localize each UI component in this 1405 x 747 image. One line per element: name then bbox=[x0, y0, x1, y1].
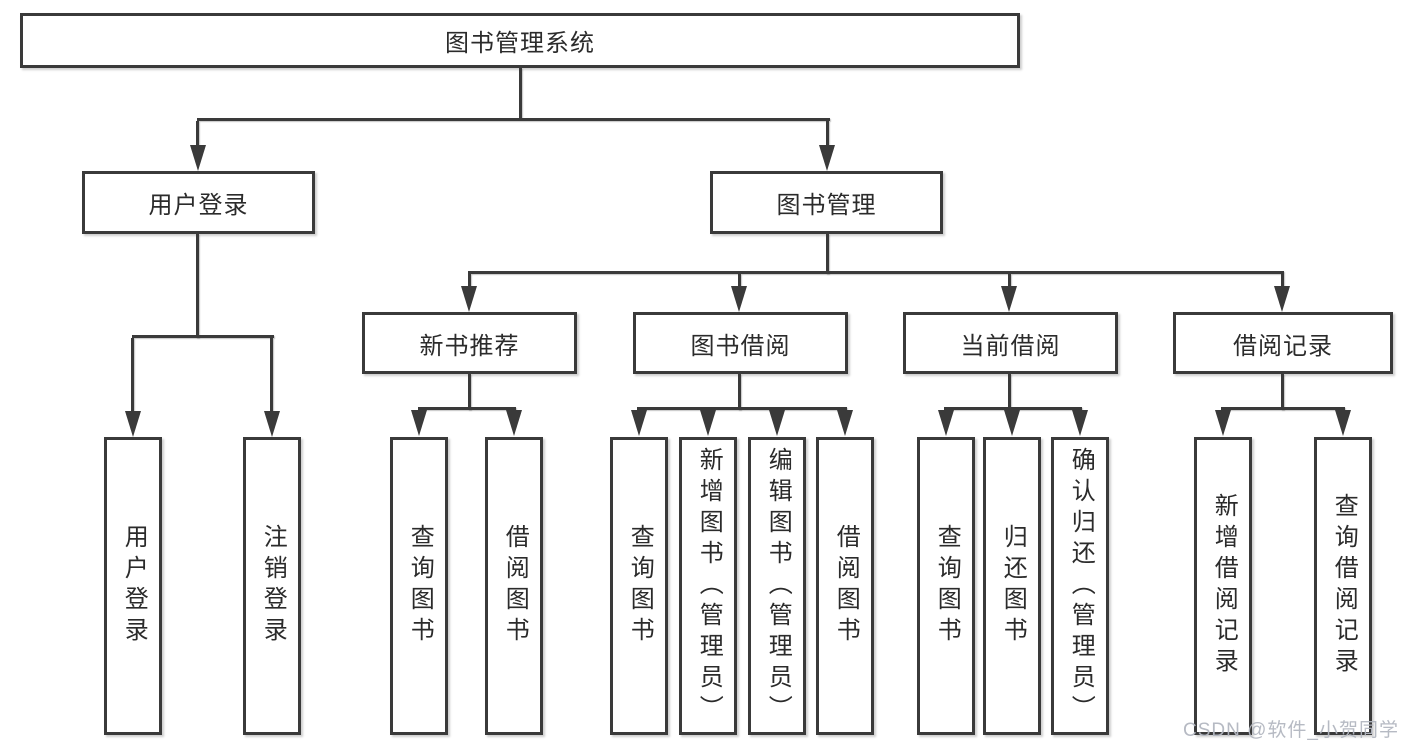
node-label: 新书推荐 bbox=[419, 332, 520, 360]
leaf-label: 查询图书 bbox=[626, 524, 654, 648]
arrowhead-records bbox=[1274, 286, 1290, 312]
connector-recommend-drop bbox=[468, 274, 471, 288]
connector-leaf-logout-drop bbox=[270, 338, 273, 412]
leaf-label: 新增借阅记录 bbox=[1210, 493, 1238, 679]
arrowhead-borrow-edit bbox=[769, 410, 785, 436]
arrowhead-current-query bbox=[938, 410, 954, 436]
leaf-records-add-record: 新增借阅记录 bbox=[1194, 437, 1252, 735]
leaf-current-confirm-return-admin: 确认归还（管理员） bbox=[1051, 437, 1109, 735]
connector-recommend-rail bbox=[418, 407, 516, 410]
node-book-management-branch: 图书管理 bbox=[710, 171, 943, 234]
leaf-borrow-borrow-books: 借阅图书 bbox=[816, 437, 874, 735]
leaf-current-query-books: 查询图书 bbox=[917, 437, 975, 735]
connector-user-login-stem bbox=[196, 234, 199, 338]
connector-records-rail bbox=[1221, 407, 1345, 410]
connector-user-login-drop bbox=[196, 121, 199, 147]
connector-records-stem bbox=[1281, 374, 1284, 410]
arrowhead-records-add bbox=[1215, 410, 1231, 436]
connector-user-login-rail bbox=[132, 335, 274, 338]
connector-current-drop bbox=[1008, 274, 1011, 288]
leaf-label: 借阅图书 bbox=[832, 524, 860, 648]
node-root-library-management-system: 图书管理系统 bbox=[20, 13, 1020, 68]
arrowhead-recommend-query bbox=[411, 410, 427, 436]
connector-borrow-stem bbox=[738, 374, 741, 410]
leaf-label: 新增图书（管理员） bbox=[695, 446, 723, 726]
leaf-logout: 注销登录 bbox=[243, 437, 301, 735]
leaf-recommend-borrow-books: 借阅图书 bbox=[485, 437, 543, 735]
arrowhead-book-management bbox=[819, 145, 835, 171]
arrowhead-recommend bbox=[461, 286, 477, 312]
node-label: 借阅记录 bbox=[1233, 332, 1333, 360]
leaf-borrow-edit-books-admin: 编辑图书（管理员） bbox=[748, 437, 806, 735]
arrowhead-borrow-borrow bbox=[837, 410, 853, 436]
node-label: 用户登录 bbox=[148, 192, 249, 219]
connector-book-management-stem bbox=[826, 234, 829, 274]
arrowhead-current-confirm bbox=[1072, 410, 1088, 436]
node-label: 图书管理 bbox=[776, 192, 877, 219]
leaf-borrow-add-books-admin: 新增图书（管理员） bbox=[679, 437, 737, 735]
leaf-records-query-record: 查询借阅记录 bbox=[1314, 437, 1372, 735]
arrowhead-records-query bbox=[1335, 410, 1351, 436]
leaf-current-return-books: 归还图书 bbox=[983, 437, 1041, 735]
arrowhead-borrow-add bbox=[700, 410, 716, 436]
arrowhead-borrow-query bbox=[631, 410, 647, 436]
node-label: 图书借阅 bbox=[690, 332, 791, 360]
connector-records-drop bbox=[1281, 274, 1284, 288]
connector-root-stem bbox=[519, 68, 522, 118]
connector-borrow-drop bbox=[738, 274, 741, 288]
leaf-label: 注销登录 bbox=[259, 524, 287, 648]
csdn-watermark: CSDN @软件_小贺同学 bbox=[1183, 720, 1399, 741]
connector-current-rail bbox=[944, 407, 1082, 410]
connector-leaf-login-drop bbox=[131, 338, 134, 412]
leaf-label: 归还图书 bbox=[999, 524, 1027, 648]
connector-book-management-drop bbox=[826, 121, 829, 147]
node-current-borrow: 当前借阅 bbox=[903, 312, 1118, 374]
node-book-borrow: 图书借阅 bbox=[633, 312, 848, 374]
connector-current-stem bbox=[1008, 374, 1011, 410]
leaf-label: 编辑图书（管理员） bbox=[764, 446, 792, 726]
arrowhead-borrow bbox=[731, 286, 747, 312]
leaf-label: 查询借阅记录 bbox=[1330, 493, 1358, 679]
connector-root-rail bbox=[197, 118, 830, 121]
node-borrow-records: 借阅记录 bbox=[1173, 312, 1393, 374]
arrowhead-user-login bbox=[190, 145, 206, 171]
leaf-user-login: 用户登录 bbox=[104, 437, 162, 735]
connector-recommend-stem bbox=[468, 374, 471, 410]
arrowhead-recommend-borrow bbox=[506, 410, 522, 436]
leaf-label: 查询图书 bbox=[406, 524, 434, 648]
leaf-label: 查询图书 bbox=[933, 524, 961, 648]
leaf-label: 用户登录 bbox=[120, 524, 148, 648]
leaf-label: 确认归还（管理员） bbox=[1067, 446, 1095, 726]
leaf-label: 借阅图书 bbox=[501, 524, 529, 648]
connector-book-management-rail bbox=[468, 271, 1284, 274]
arrowhead-leaf-login bbox=[125, 411, 141, 437]
connector-borrow-rail bbox=[637, 407, 847, 410]
arrowhead-current-return bbox=[1004, 410, 1020, 436]
node-label: 图书管理系统 bbox=[445, 30, 595, 57]
node-new-book-recommend: 新书推荐 bbox=[362, 312, 577, 374]
node-label: 当前借阅 bbox=[960, 332, 1061, 360]
leaf-recommend-query-books: 查询图书 bbox=[390, 437, 448, 735]
arrowhead-current bbox=[1001, 286, 1017, 312]
leaf-borrow-query-books: 查询图书 bbox=[610, 437, 668, 735]
node-user-login-branch: 用户登录 bbox=[82, 171, 315, 234]
arrowhead-leaf-logout bbox=[264, 411, 280, 437]
